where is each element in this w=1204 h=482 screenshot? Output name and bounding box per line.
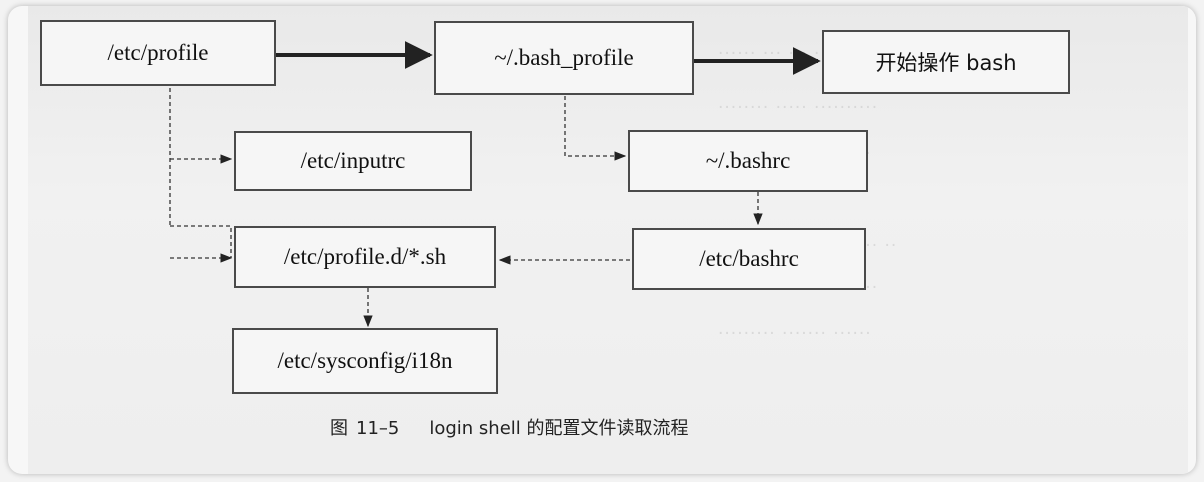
node-bashrc-home: ~/.bashrc [628, 130, 868, 192]
node-label: /etc/profile [107, 40, 209, 65]
node-label: /etc/sysconfig/i18n [277, 348, 453, 373]
node-label: ~/.bashrc [705, 148, 791, 173]
bleed-through-text: ········· ······· ······ [718, 324, 872, 344]
bleed-through-text: ········ ····· ·········· [718, 98, 879, 118]
node-bash-profile: ~/.bash_profile [434, 21, 694, 95]
node-label: 开始操作 bash [875, 51, 1017, 75]
node-label: /etc/profile.d/*.sh [283, 244, 447, 269]
node-label: ~/.bash_profile [494, 45, 634, 70]
node-label: /etc/inputrc [300, 148, 406, 173]
node-label: /etc/bashrc [699, 246, 799, 271]
edge-bash-profile-to-bashrc [564, 96, 627, 161]
node-etc-profile: /etc/profile [40, 20, 276, 86]
caption-fig-number: 11–5 [356, 418, 400, 439]
node-inputrc: /etc/inputrc [234, 131, 472, 191]
caption-text: login shell 的配置文件读取流程 [429, 418, 689, 439]
node-start-bash: 开始操作 bash [822, 30, 1070, 94]
caption-fig-label: 图 [330, 418, 348, 439]
figure-caption: 图 11–5 login shell 的配置文件读取流程 [330, 414, 689, 440]
node-profile-d: /etc/profile.d/*.sh [234, 226, 496, 288]
node-i18n: /etc/sysconfig/i18n [232, 328, 498, 394]
flow-edges [169, 41, 821, 328]
node-etc-bashrc: /etc/bashrc [632, 228, 866, 290]
edge-profile-to-profile-d [170, 225, 232, 258]
page-frame: ······ ··· ··· ····· ······ ········ ···… [8, 6, 1196, 474]
